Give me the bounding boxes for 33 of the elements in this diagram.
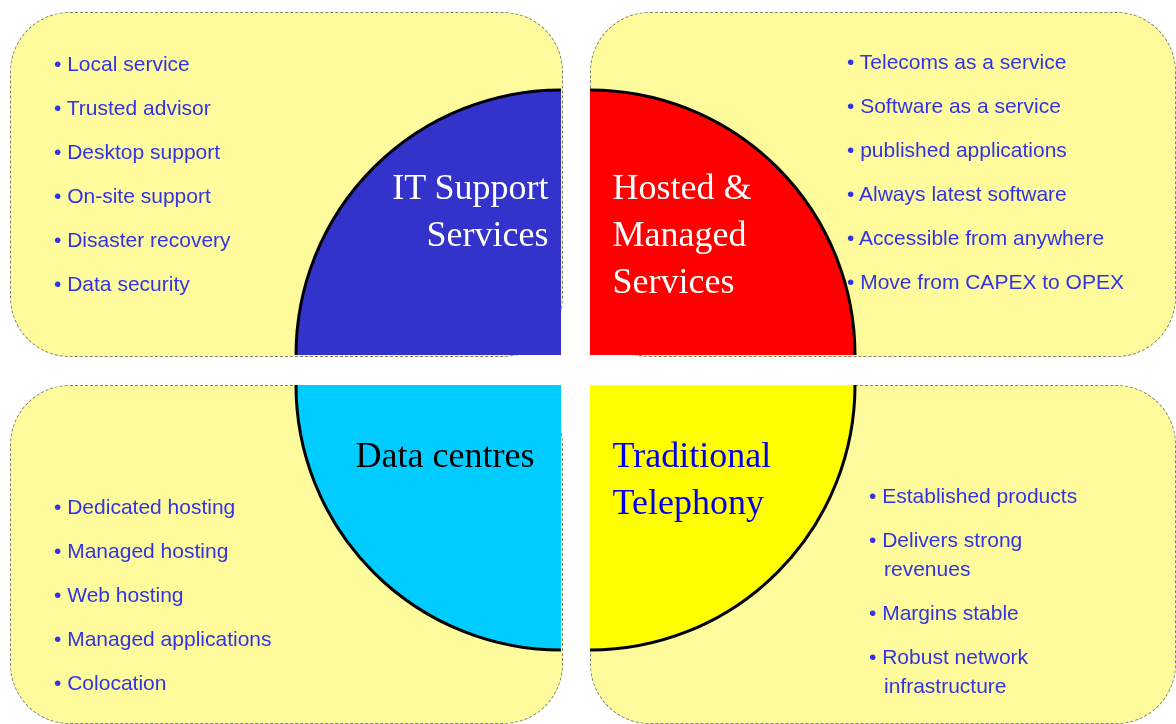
segment-title: Traditional Telephony: [612, 433, 773, 524]
quarter-circle-segment: [589, 384, 855, 650]
bullet-item: • Colocation: [54, 670, 168, 696]
quarter-circle-segment: [295, 89, 561, 355]
bullet-item: • Established products: [869, 483, 1079, 509]
rounded-panel: [590, 385, 1176, 724]
segment-title: IT Support Services: [391, 165, 549, 256]
bullet-item: • On-site support: [54, 183, 212, 209]
segment-title: Hosted & Managed Services: [612, 165, 753, 303]
bullet-item: • published applications: [847, 137, 1068, 163]
rounded-panel: [10, 385, 563, 724]
bullet-item: • Software as a service: [847, 93, 1062, 119]
bullet-item: • Margins stable: [869, 600, 1020, 626]
bullet-item: • Delivers strong revenues: [869, 527, 1024, 582]
bullet-item: • Web hosting: [54, 582, 185, 608]
bullet-item: • Move from CAPEX to OPEX: [847, 269, 1125, 295]
bullet-item: • Robust network infrastructure: [869, 644, 1030, 699]
bullet-item: • Telecoms as a service: [847, 49, 1068, 75]
bullet-item: • Disaster recovery: [54, 227, 232, 253]
bullet-item: • Data security: [54, 271, 191, 297]
segment-title: Data centres: [354, 433, 535, 477]
bullet-item: • Always latest software: [847, 181, 1068, 207]
rounded-panel: [590, 12, 1176, 357]
bullet-item: • Managed applications: [54, 626, 273, 652]
bullet-item: • Dedicated hosting: [54, 494, 237, 520]
bullet-item: • Managed hosting: [54, 538, 230, 564]
quarter-circle-segment: [295, 384, 561, 650]
quarter-circle-segment: [589, 89, 855, 355]
bullet-item: • Desktop support: [54, 139, 222, 165]
bullet-item: • Local service: [54, 51, 191, 77]
bullet-item: • Accessible from anywhere: [847, 225, 1106, 251]
bullet-item: • Trusted advisor: [54, 95, 212, 121]
rounded-panel: [10, 12, 563, 357]
